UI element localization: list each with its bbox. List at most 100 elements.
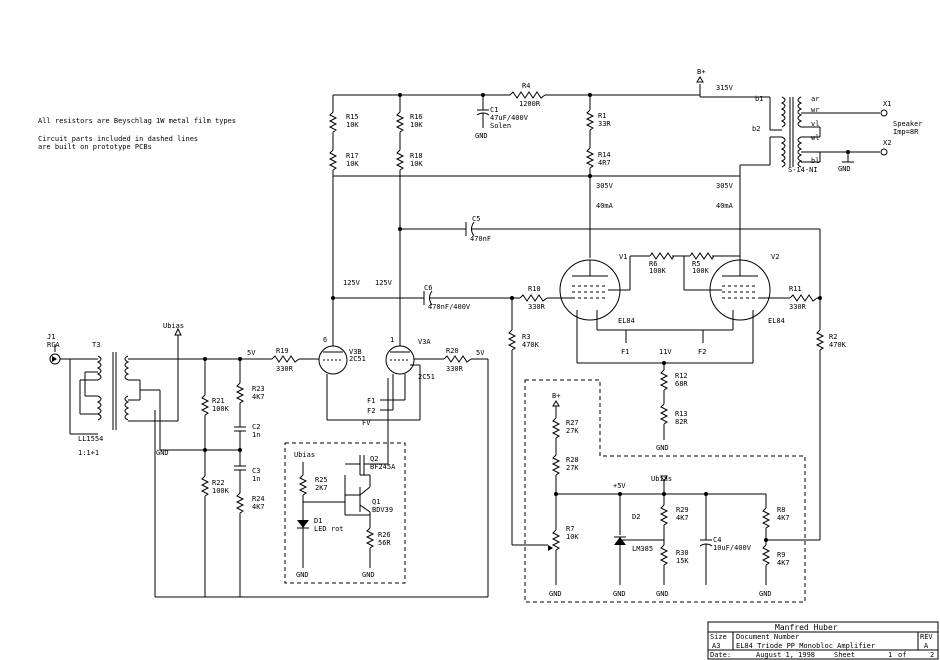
c5-label: C5 <box>472 215 480 223</box>
speaker-label: Speaker <box>893 120 923 128</box>
c1-make: Solen <box>490 122 511 130</box>
r1-r14-chain <box>585 95 595 258</box>
r25-value: 2K7 <box>315 484 328 492</box>
r23-label: R23 <box>252 385 265 393</box>
v1-type: EL84 <box>618 317 635 325</box>
c3-label: C3 <box>252 467 260 475</box>
r12-label: R12 <box>675 372 688 380</box>
r22-label: R22 <box>212 479 225 487</box>
input-transformer <box>49 327 182 450</box>
c1-gnd: GND <box>475 132 488 140</box>
v305-right: 305V <box>716 182 734 190</box>
r30-label: R30 <box>676 549 689 557</box>
v3b-type: 2C51 <box>349 355 366 363</box>
v305-left: 305V <box>596 182 614 190</box>
plate-feedback-wires <box>333 175 821 330</box>
ot-b2: b2 <box>752 125 760 133</box>
r17-label: R17 <box>346 152 359 160</box>
r20-value: 330R <box>446 365 464 373</box>
v3a-pin1: 1 <box>390 336 394 344</box>
title-docnum-label: Document Number <box>736 633 799 641</box>
title-block <box>707 621 939 660</box>
reg-gnd-3: GND <box>656 590 669 598</box>
v125-right: 125V <box>375 279 393 287</box>
r5-value: 100K <box>692 267 710 275</box>
t3-part: LL1554 <box>78 435 103 443</box>
r11-label: R11 <box>789 285 802 293</box>
r8-label: R8 <box>777 506 785 514</box>
reg-gnd-4: GND <box>759 590 772 598</box>
x2-label: X2 <box>883 139 891 147</box>
q1-label: Q1 <box>372 498 380 506</box>
tube-v3 <box>318 338 421 421</box>
r19-label: R19 <box>276 347 289 355</box>
r22-value: 100K <box>212 487 230 495</box>
r21-label: R21 <box>212 397 225 405</box>
r4-label: R4 <box>522 82 530 90</box>
v3-fv: FV <box>362 419 371 427</box>
title-doc-title: EL84 Triode PP Monobloc Amplifier <box>736 642 875 650</box>
j1-type: RCA <box>47 341 60 349</box>
c6-label: C6 <box>424 284 432 292</box>
r1-label: R1 <box>598 112 606 120</box>
r21-value: 100K <box>212 405 230 413</box>
r18-value: 10K <box>410 160 423 168</box>
ot-bl: bl <box>811 157 819 165</box>
bplus-rail <box>333 76 770 99</box>
reg-ubias: Ubias <box>651 475 672 483</box>
r26-value: 56R <box>378 539 391 547</box>
r8-value: 4K7 <box>777 514 790 522</box>
v315-label: 315V <box>716 84 734 92</box>
v5-left: 5V <box>247 349 256 357</box>
ma40-left: 40mA <box>596 202 614 210</box>
q1-type: BDV39 <box>372 506 393 514</box>
r16-label: R16 <box>410 113 423 121</box>
bias-gnd-2: GND <box>362 571 375 579</box>
q2-label: Q2 <box>370 455 378 463</box>
r2-label: R2 <box>829 333 837 341</box>
r26-label: R26 <box>378 531 391 539</box>
v3-f2: F2 <box>367 407 375 415</box>
r14-value: 4R7 <box>598 159 611 167</box>
ot-b1: b1 <box>755 95 763 103</box>
note-line-3: are built on prototype PCBs <box>38 143 152 151</box>
ot-part: S-14-NI <box>788 166 818 174</box>
c4-value: 10uF/400V <box>713 544 752 552</box>
grid-stoppers <box>140 355 489 598</box>
bplus-label: B+ <box>697 68 705 76</box>
ot-wl: wl <box>811 134 819 142</box>
r13-value: 82R <box>675 418 688 426</box>
title-size-value: A3 <box>712 642 720 650</box>
v2-label: V2 <box>771 253 779 261</box>
reg-board-outline <box>524 379 806 603</box>
r28-value: 27K <box>566 464 579 472</box>
d2-label: D2 <box>632 513 640 521</box>
el84-f2: F2 <box>698 348 706 356</box>
r27-label: R27 <box>566 419 579 427</box>
input-gnd: GND <box>156 449 169 457</box>
r25-label: R25 <box>315 476 328 484</box>
r14-label: R14 <box>598 151 611 159</box>
r5-label: R5 <box>692 260 700 268</box>
r9-value: 4K7 <box>777 559 790 567</box>
r1-value: 33R <box>598 120 611 128</box>
bias-ubias: Ubias <box>294 451 315 459</box>
title-rev-value: A <box>924 642 929 650</box>
v3a-type: 2C51 <box>418 373 435 381</box>
c6-value: 470nF/400V <box>428 303 471 311</box>
c1-label: C1 <box>490 106 498 114</box>
ot-ar: ar <box>811 95 819 103</box>
ot-gnd: GND <box>838 165 851 173</box>
ubias-input: Ubias <box>163 322 184 330</box>
ot-vl: vl <box>811 120 819 128</box>
v5-right: 5V <box>476 349 485 357</box>
r30-value: 15K <box>676 557 689 565</box>
r3-value: 470K <box>522 341 540 349</box>
r7-label: R7 <box>566 525 574 533</box>
title-of-label: of <box>898 651 906 659</box>
c2-value: 1n <box>252 431 260 439</box>
note-line-2: Circuit parts included in dashed lines <box>38 135 198 143</box>
c4-label: C4 <box>713 536 721 544</box>
title-rev-label: REV <box>920 633 933 641</box>
